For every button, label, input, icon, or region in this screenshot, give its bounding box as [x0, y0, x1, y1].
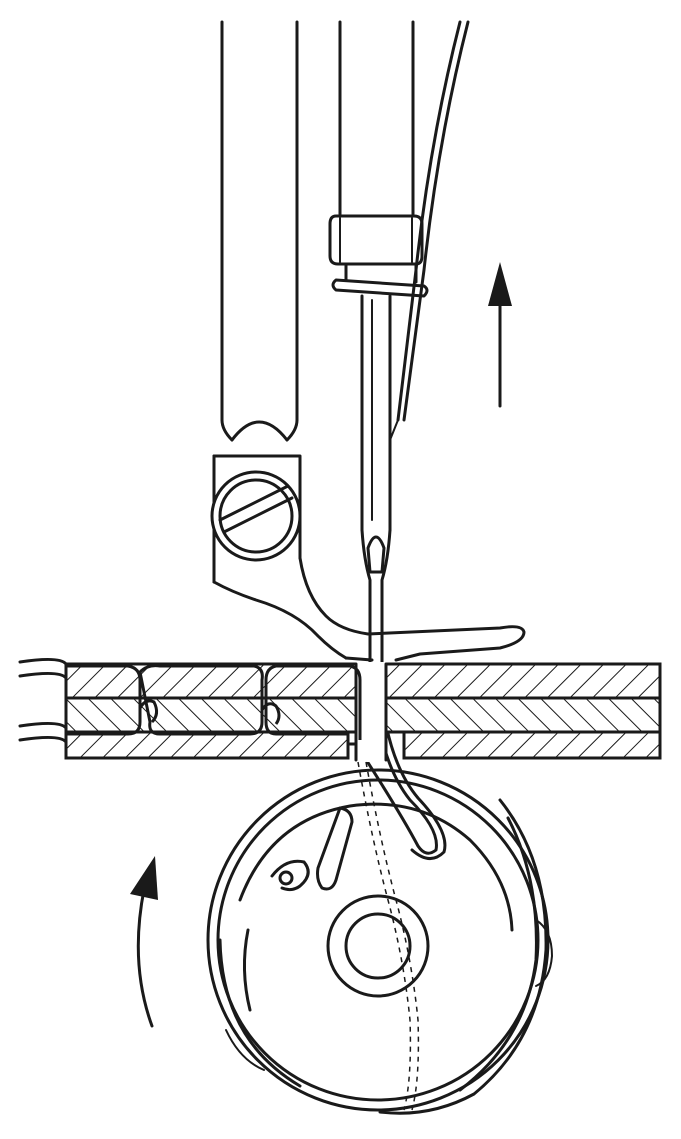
fabric-layers: [64, 662, 662, 762]
needle-thread: [68, 20, 470, 860]
bobbin-case: [238, 802, 514, 1012]
rotary-hook: [206, 768, 553, 1115]
needle-bar: [338, 20, 415, 216]
arrow-rotation: [130, 856, 158, 1028]
lockstitches: [18, 657, 362, 744]
presser-foot-screw: [210, 470, 302, 562]
arrow-up: [488, 262, 512, 408]
bobbin-thread-loop: [357, 761, 420, 1111]
needle: [360, 294, 392, 762]
presser-bar: [220, 20, 299, 422]
needle-clamp: [328, 214, 429, 298]
